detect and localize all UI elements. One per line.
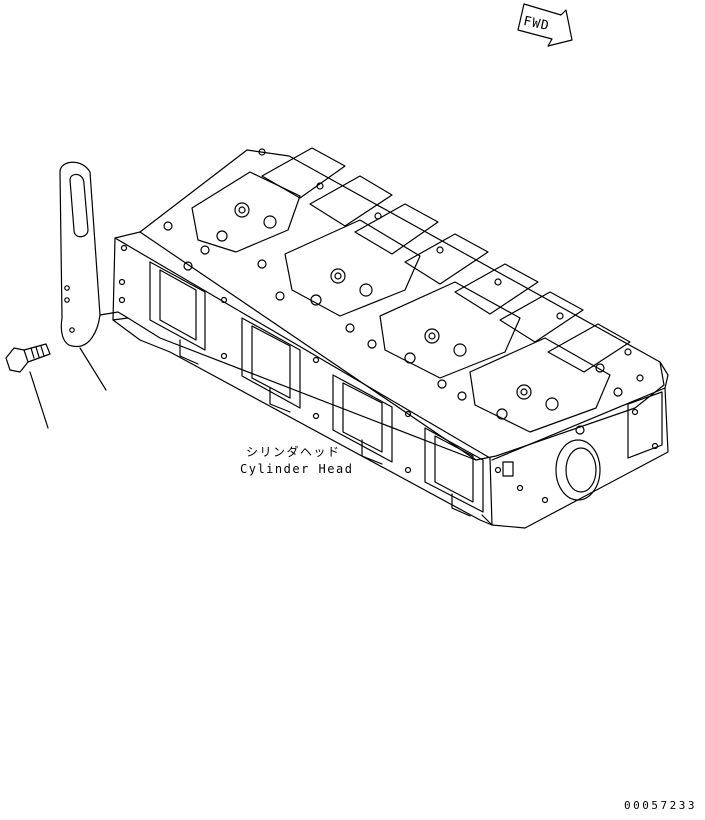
part-name-jp: シリンダヘッド	[246, 445, 341, 459]
bracket-leader-line	[79, 347, 107, 391]
lifting-bracket	[59, 161, 129, 348]
end-port	[502, 391, 663, 501]
bolt-leader-line	[29, 371, 49, 429]
bolt	[5, 343, 51, 373]
head-bolt-holes	[163, 148, 644, 435]
lower-ribs	[179, 339, 471, 517]
cylinder-head-body	[5, 147, 669, 529]
forward-arrow-icon	[517, 3, 573, 47]
valve-seats	[216, 202, 559, 420]
flange-holes	[118, 244, 659, 504]
port-openings	[149, 261, 484, 513]
rocker-channels	[261, 147, 631, 373]
part-name-en: Cylinder Head	[240, 462, 354, 476]
drawing-number: 00057233	[624, 799, 697, 812]
valve-chambers	[191, 171, 611, 433]
